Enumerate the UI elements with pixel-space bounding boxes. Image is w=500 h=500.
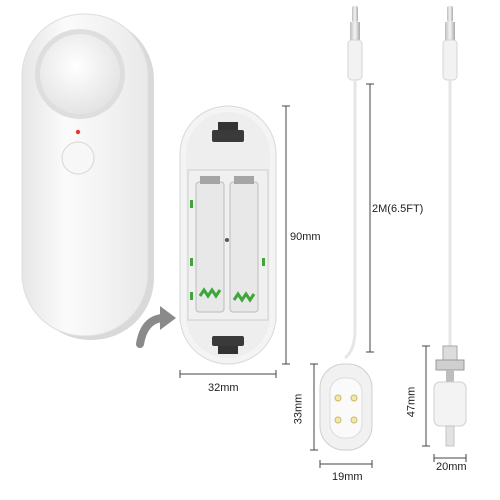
- flip-arrow-head: [160, 306, 176, 330]
- audio-plug-shaft: [445, 22, 455, 40]
- probe-pin: [350, 394, 358, 402]
- alarm-button: [40, 34, 120, 114]
- battery-contact-left: [200, 176, 220, 184]
- top-latch: [218, 122, 238, 132]
- probe-pin: [334, 394, 342, 402]
- battery-contact-right: [234, 176, 254, 184]
- top-latch-base: [212, 130, 244, 142]
- audio-plug-tip: [447, 6, 453, 22]
- contact-mark: [262, 258, 265, 266]
- float-sensor: [433, 6, 467, 447]
- probe-cable: [343, 80, 357, 360]
- sensor-height-label: 90mm: [290, 231, 321, 243]
- float-washer: [435, 359, 465, 371]
- test-button: [61, 141, 95, 175]
- sensor-width-label: 32mm: [208, 382, 239, 394]
- flip-arrow: [136, 314, 166, 348]
- float-width-label: 20mm: [436, 461, 467, 473]
- audio-plug-tip: [352, 6, 358, 22]
- float-height-label: 47mm: [405, 386, 418, 418]
- probe-pin: [334, 416, 342, 424]
- contact-mark: [190, 292, 193, 300]
- float-stem: [446, 370, 454, 382]
- status-led: [75, 129, 81, 135]
- probe-width-dimension: [319, 460, 373, 468]
- battery-spring-left: [198, 287, 222, 299]
- bottom-latch: [218, 344, 238, 354]
- probe-width-label: 19mm: [332, 471, 363, 483]
- height-dimension: [282, 105, 290, 365]
- probe-pin: [350, 416, 358, 424]
- probe-face: [329, 377, 363, 439]
- battery-slot-right: [229, 181, 259, 313]
- float-ball: [433, 381, 467, 427]
- compartment-screw: [225, 238, 229, 242]
- float-height-dimension: [422, 345, 430, 447]
- width-dimension: [179, 370, 277, 378]
- bottom-latch-base: [212, 336, 244, 346]
- float-width-dimension: [433, 454, 467, 462]
- float-tail: [445, 425, 455, 447]
- cable-length-label: 2M(6.5FT): [372, 203, 424, 215]
- cable-dimension: [366, 83, 374, 353]
- probe-height-dimension: [310, 363, 318, 451]
- contact-mark: [190, 200, 193, 208]
- sensor-back: [179, 105, 277, 365]
- probe-sensor: [319, 6, 373, 451]
- sensor-front: [21, 13, 154, 340]
- contact-mark: [190, 258, 193, 266]
- battery-spring-right: [232, 291, 256, 303]
- probe-height-label: 33mm: [292, 393, 305, 425]
- audio-plug-sleeve: [442, 39, 458, 81]
- audio-plug-sleeve: [347, 39, 363, 81]
- audio-plug-shaft: [350, 22, 360, 40]
